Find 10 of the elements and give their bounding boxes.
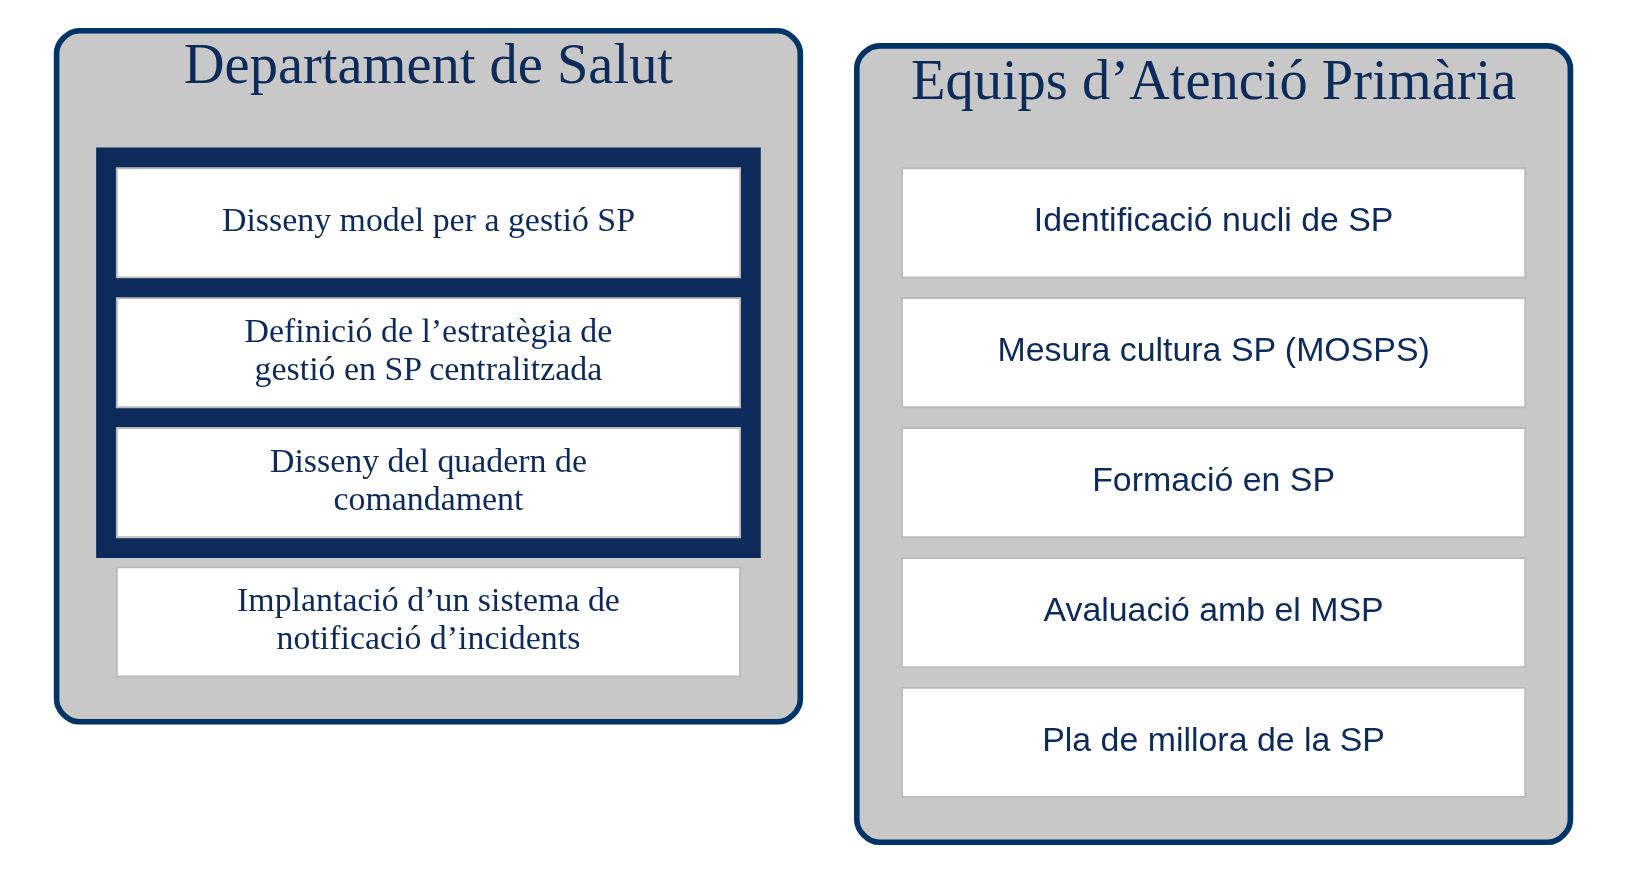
cluster (95, 147, 761, 558)
node-box: Implantació d’un sistema de notificació d’incidents (115, 566, 741, 678)
node-box: Formació en SP (900, 427, 1526, 539)
node-box: Definició de l’estratègia de gestió en SP centralitzada (115, 297, 741, 409)
node-box: Disseny del quadern de comandament (115, 427, 741, 539)
node-box: Pla de millora de la SP (900, 686, 1526, 798)
node-box: Avaluació amb el MSP (900, 557, 1526, 669)
node-box: Identificació nucli de SP (900, 167, 1526, 279)
node-box: Disseny model per a gestió SP (115, 167, 741, 279)
node-box: Mesura cultura SP (MOSPS) (900, 297, 1526, 409)
